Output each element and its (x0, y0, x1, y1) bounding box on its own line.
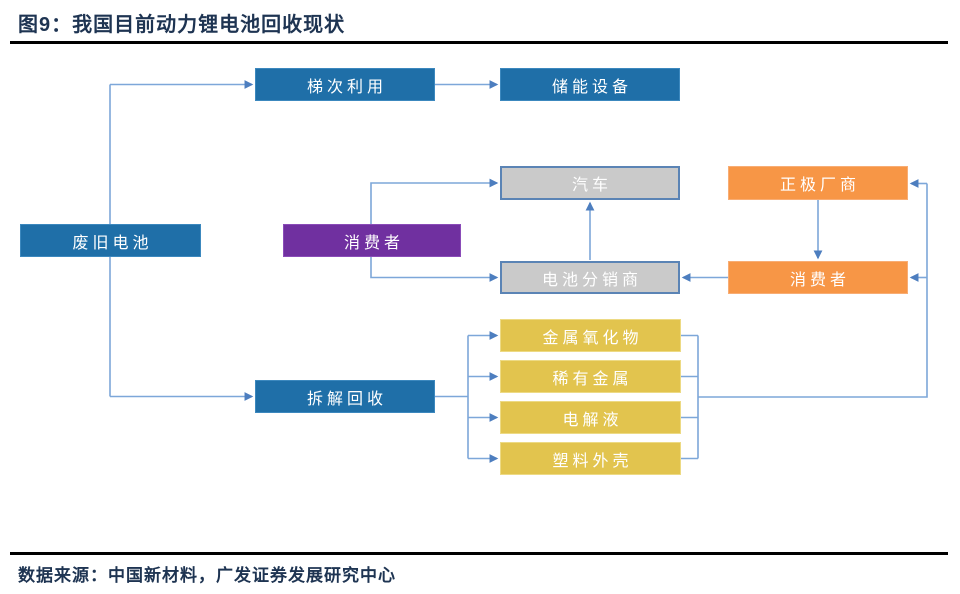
node-electrolyte: 电解液 (500, 401, 681, 434)
node-automobile: 汽车 (500, 166, 680, 200)
node-energy-storage: 储能设备 (500, 68, 680, 101)
node-dismantle-recycle: 拆解回收 (255, 380, 435, 413)
node-label: 梯次利用 (306, 78, 387, 96)
data-source-note: 数据来源：中国新材料，广发证券发展研究中心 (18, 566, 396, 585)
node-label: 废旧电池 (72, 234, 153, 252)
node-plastic-shell: 塑料外壳 (500, 442, 681, 475)
footer-rule (10, 552, 948, 555)
edge-consumer-to-automobile (370, 178, 499, 224)
node-label: 拆解回收 (306, 390, 387, 408)
title-rule (10, 41, 948, 44)
node-label: 稀有金属 (552, 370, 633, 388)
node-label: 储能设备 (551, 78, 632, 96)
node-cascade-use: 梯次利用 (255, 68, 435, 101)
node-label: 金属氧化物 (542, 329, 643, 347)
node-label: 塑料外壳 (552, 452, 633, 470)
node-label: 电解液 (562, 411, 623, 429)
edge-return-loop (698, 183, 928, 398)
node-label: 正极厂商 (779, 177, 860, 194)
figure-title: 图9：我国目前动力锂电池回收现状 (18, 14, 346, 36)
node-label: 消费者 (343, 234, 404, 252)
node-consumer-right: 消费者 (728, 261, 908, 294)
node-consumer-mid: 消费者 (283, 224, 461, 257)
edge-consumer-to-distributor (370, 257, 499, 282)
node-waste-battery: 废旧电池 (20, 224, 201, 257)
node-cathode-manufacturer: 正极厂商 (728, 166, 908, 200)
node-rare-metal: 稀有金属 (500, 360, 681, 393)
node-label: 消费者 (789, 271, 850, 289)
node-battery-distributor: 电池分销商 (500, 261, 680, 294)
node-metal-oxide: 金属氧化物 (500, 319, 681, 352)
node-label: 电池分销商 (541, 271, 642, 289)
node-label: 汽车 (571, 177, 612, 194)
